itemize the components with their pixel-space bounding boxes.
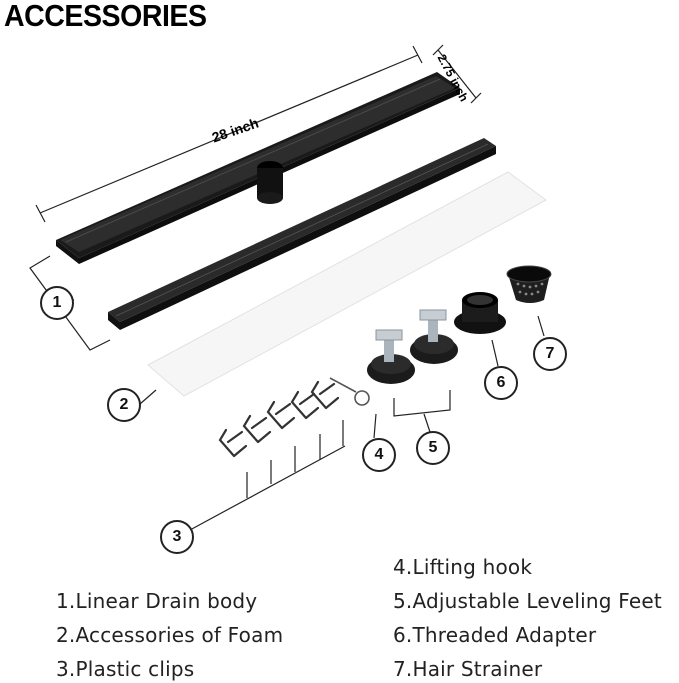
width-dimension-line <box>432 44 482 104</box>
legend-item-lifting-hook: 4.Lifting hook <box>393 555 533 579</box>
leveling-foot-2 <box>410 309 458 364</box>
legend-item-leveling-feet: 5.Adjustable Leveling Feet <box>393 589 662 613</box>
legend-item-threaded-adapter: 6.Threaded Adapter <box>393 623 597 647</box>
legend-item-plastic-clips: 3.Plastic clips <box>56 657 195 681</box>
lifting-hook <box>329 377 370 406</box>
callout-2: 2 <box>107 388 141 422</box>
threaded-adapter <box>454 292 506 334</box>
callout-2-leader <box>139 389 157 405</box>
callout-3-leaders <box>189 420 346 531</box>
leveling-foot-1 <box>367 329 415 384</box>
page-title: ACCESSORIES <box>4 0 207 33</box>
callout-7-leader <box>537 315 545 337</box>
callout-6: 6 <box>484 366 518 400</box>
callout-5-bracket <box>393 390 451 417</box>
legend-item-foam: 2.Accessories of Foam <box>56 623 284 647</box>
callout-4: 4 <box>362 438 396 472</box>
callout-4-leader <box>373 413 377 439</box>
drain-body-top <box>56 72 460 264</box>
callout-6-leader <box>491 339 499 367</box>
drain-grate <box>108 138 496 330</box>
callout-3: 3 <box>160 520 194 554</box>
legend-item-drain-body: 1.Linear Drain body <box>56 589 258 613</box>
hair-strainer <box>506 265 552 303</box>
legend-item-hair-strainer: 7.Hair Strainer <box>393 657 543 681</box>
plastic-clips <box>218 380 340 458</box>
callout-1: 1 <box>40 286 74 320</box>
callout-7: 7 <box>533 337 567 371</box>
length-dimension-line <box>35 45 423 223</box>
callout-5: 5 <box>416 431 450 465</box>
foam-strip <box>147 171 547 397</box>
callout-5-leader <box>423 413 431 433</box>
